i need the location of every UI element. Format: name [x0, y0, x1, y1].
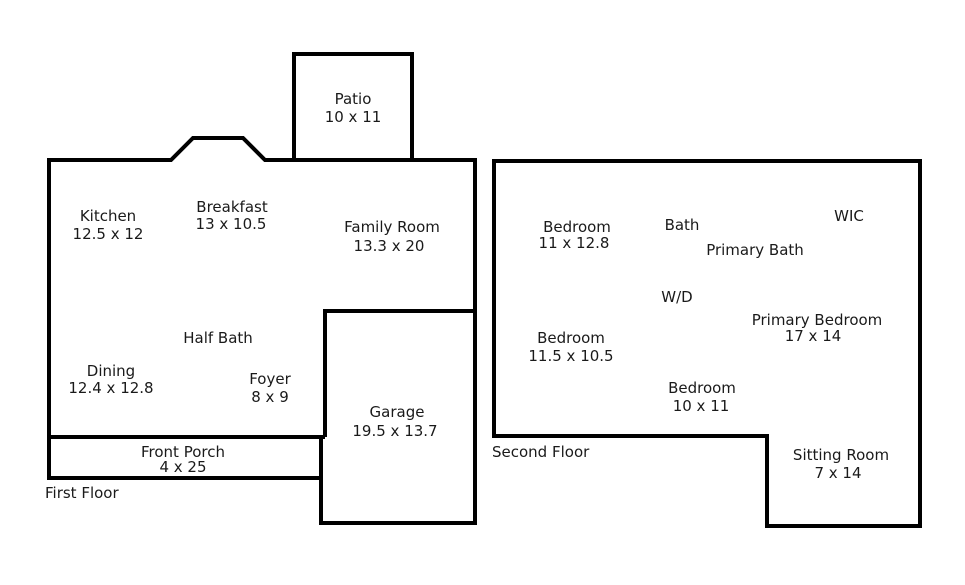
room-name: Half Bath: [183, 329, 253, 347]
first-floor-label: First Floor: [45, 484, 119, 502]
room-name: Bedroom: [668, 379, 736, 397]
patio-outline: [292, 52, 414, 162]
room-sitting-room: Sitting Room 7 x 14: [793, 446, 889, 482]
room-bedroom-3: Bedroom 10 x 11: [668, 379, 736, 415]
room-front-porch: Front Porch 4 x 25: [141, 443, 225, 476]
room-breakfast: Breakfast 13 x 10.5: [196, 198, 268, 233]
room-name: Primary Bedroom: [752, 311, 883, 329]
room-name: Breakfast: [196, 198, 268, 216]
second-floor-outline: [492, 159, 922, 528]
room-name: Front Porch: [141, 443, 225, 461]
room-size: 13.3 x 20: [354, 237, 425, 255]
room-half-bath: Half Bath: [183, 329, 253, 347]
room-name: Family Room: [344, 218, 440, 236]
room-patio: Patio 10 x 11: [325, 90, 382, 126]
room-name: Kitchen: [80, 207, 136, 225]
room-name: Foyer: [249, 370, 291, 388]
second-floor-label: Second Floor: [492, 443, 590, 461]
room-size: 19.5 x 13.7: [352, 422, 437, 440]
room-size: 4 x 25: [159, 458, 206, 476]
room-size: 17 x 14: [785, 327, 842, 345]
room-size: 11 x 12.8: [539, 234, 610, 252]
room-kitchen: Kitchen 12.5 x 12: [73, 207, 144, 243]
room-foyer: Foyer 8 x 9: [249, 370, 291, 406]
room-name: Patio: [335, 90, 372, 108]
room-wd: W/D: [661, 288, 692, 306]
room-bath: Bath: [665, 216, 700, 234]
room-size: 10 x 11: [325, 108, 382, 126]
room-size: 11.5 x 10.5: [528, 347, 613, 365]
room-size: 13 x 10.5: [196, 215, 267, 233]
room-size: 7 x 14: [814, 464, 861, 482]
room-name: Bedroom: [537, 329, 605, 347]
room-primary-bedroom: Primary Bedroom 17 x 14: [752, 311, 883, 345]
room-family-room: Family Room 13.3 x 20: [344, 218, 440, 255]
room-bedroom-1: Bedroom 11 x 12.8: [539, 218, 611, 252]
room-primary-bath: Primary Bath: [706, 241, 804, 259]
room-size: 10 x 11: [673, 397, 730, 415]
room-size: 12.5 x 12: [73, 225, 144, 243]
room-name: Sitting Room: [793, 446, 889, 464]
room-wic: WIC: [834, 207, 864, 225]
room-name: Dining: [87, 362, 135, 380]
room-size: 12.4 x 12.8: [68, 379, 153, 397]
first-floor-walls: [47, 52, 477, 525]
room-name: Garage: [370, 403, 425, 421]
room-garage: Garage 19.5 x 13.7: [352, 403, 437, 440]
room-size: 8 x 9: [251, 388, 289, 406]
room-name: Bedroom: [543, 218, 611, 236]
main-house-outline: [49, 136, 477, 309]
room-dining: Dining 12.4 x 12.8: [68, 362, 153, 397]
room-bedroom-2: Bedroom 11.5 x 10.5: [528, 329, 613, 365]
